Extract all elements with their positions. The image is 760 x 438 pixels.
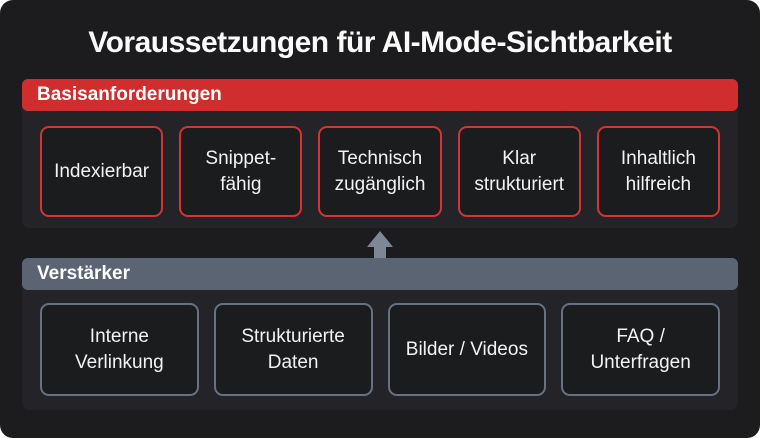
requirement-box-inhaltlich-hilfreich: Inhaltlich hilfreich bbox=[596, 126, 721, 217]
requirement-label: Technisch zugänglich bbox=[334, 148, 426, 195]
amplifier-label: FAQ / Unterfragen bbox=[590, 326, 691, 373]
amplifier-label: Strukturierte Daten bbox=[241, 326, 345, 373]
section-verstaerker: Verstärker Interne Verlinkung Strukturie… bbox=[22, 258, 738, 410]
section-header-basisanforderungen: Basisanforderungen bbox=[22, 79, 738, 111]
requirement-box-klar-strukturiert: Klar strukturiert bbox=[457, 126, 581, 217]
amplifier-label: Bilder / Videos bbox=[405, 338, 528, 360]
requirement-box-snippet-faehig: Snippet-fähig bbox=[179, 126, 303, 217]
up-arrow-stem bbox=[374, 247, 386, 260]
requirement-label: Snippet-fähig bbox=[205, 148, 277, 195]
requirement-label: Indexierbar bbox=[54, 160, 150, 182]
amplifier-label: Interne Verlinkung bbox=[75, 326, 164, 373]
requirement-box-technisch-zugaenglich: Technisch zugänglich bbox=[318, 126, 442, 217]
base-requirements-row: Indexierbar Snippet-fähig Technisch zugä… bbox=[40, 126, 721, 217]
up-arrow-head bbox=[367, 231, 393, 247]
requirement-box-indexierbar: Indexierbar bbox=[40, 126, 164, 217]
page-title: Voraussetzungen für AI-Mode-Sichtbarkeit bbox=[88, 26, 672, 59]
up-arrow-icon bbox=[367, 231, 393, 260]
section-header-verstaerker: Verstärker bbox=[22, 258, 738, 290]
requirement-label: Inhaltlich hilfreich bbox=[620, 148, 696, 195]
amplifier-box-interne-verlinkung: Interne Verlinkung bbox=[40, 303, 199, 396]
section-basisanforderungen: Basisanforderungen Indexierbar Snippet-f… bbox=[22, 79, 738, 228]
amplifier-box-bilder-videos: Bilder / Videos bbox=[387, 303, 547, 396]
amplifiers-row: Interne Verlinkung Strukturierte Daten B… bbox=[40, 303, 720, 396]
amplifier-box-strukturierte-daten: Strukturierte Daten bbox=[213, 303, 373, 396]
requirement-label: Klar strukturiert bbox=[474, 148, 565, 195]
amplifier-box-faq-unterfragen: FAQ / Unterfragen bbox=[561, 303, 720, 396]
